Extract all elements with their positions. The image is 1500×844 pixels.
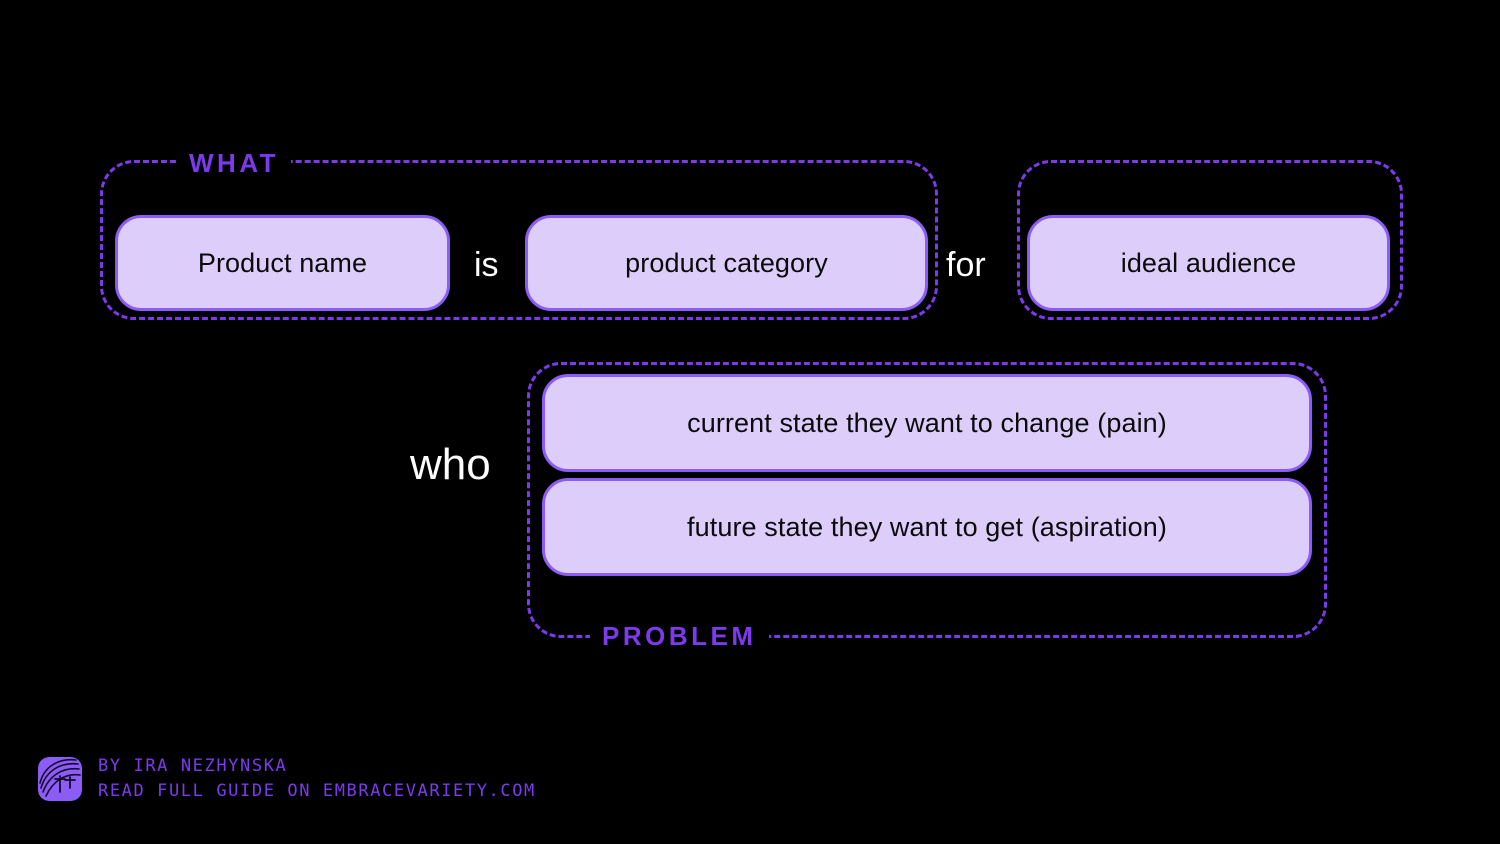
group-problem-label: PROBLEM [590,623,769,649]
embrace-variety-logo-icon [38,757,82,802]
footer: BY IRA NEZHYNSKA READ FULL GUIDE ON EMBR… [38,756,536,802]
group-what-label: WHAT [177,150,292,176]
connector-for: for [946,246,986,284]
footer-author: BY IRA NEZHYNSKA [98,756,288,776]
connector-is: is [474,246,499,284]
group-ideal-audience [1017,160,1403,320]
group-problem: PROBLEM [527,362,1327,649]
pill-aspiration[interactable]: future state they want to get (aspiratio… [542,478,1312,576]
pill-ideal-audience[interactable]: ideal audience [1027,215,1390,311]
group-what: WHAT [100,150,938,320]
pill-product-name[interactable]: Product name [115,215,450,311]
pill-product-category[interactable]: product category [525,215,928,311]
connector-who: who [410,440,491,489]
pill-pain[interactable]: current state they want to change (pain) [542,374,1312,472]
footer-guide-link[interactable]: READ FULL GUIDE ON EMBRACEVARIETY.COM [98,780,536,801]
footer-text-block: BY IRA NEZHYNSKA READ FULL GUIDE ON EMBR… [98,756,536,801]
